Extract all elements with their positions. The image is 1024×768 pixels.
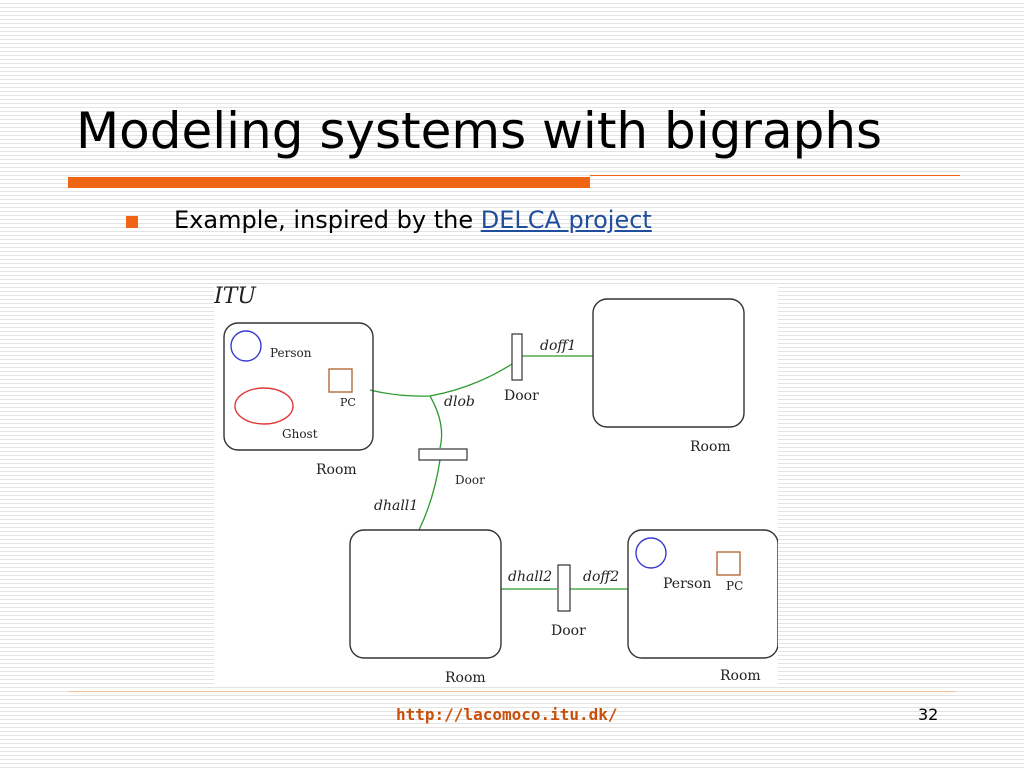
door-middle [418,448,468,461]
door-top [511,333,523,381]
itu-root-label: ITU [214,284,257,309]
footer-divider [68,691,956,692]
dlob-link-label: dlob [444,394,475,410]
dhall1-edge [418,459,441,531]
title-underline-thick [68,177,590,188]
ghost-node [234,387,294,425]
door-middle-label: Door [455,473,485,487]
bigraph-svg: ITU Person PC Ghost Room Room Room Room … [213,284,779,686]
room-bottom-left-label: Room [445,670,486,686]
person-bottom-node [635,537,667,569]
pc-top-label: PC [340,396,356,409]
person-top-label: Person [270,346,312,360]
dhall1-link-label: dhall1 [374,498,418,514]
room-bottom-right [627,529,779,659]
slide-title: Modeling systems with bigraphs [76,102,883,160]
link-edges [369,355,628,590]
doff2-link-label: doff2 [583,569,619,585]
pc-bottom-label: PC [726,579,743,593]
doff1-link-label: doff1 [540,338,576,354]
dhall2-link-label: dhall2 [508,569,552,585]
room-bottom-right-label: Room [720,668,761,684]
bullet-prefix: Example, inspired by the [174,206,481,234]
person-top-node [230,330,262,362]
title-underline-thin [590,175,960,176]
square-bullet-icon [126,216,138,228]
room-top-left-label: Room [316,462,357,478]
door-top-label: Door [504,388,539,404]
footer-url-link[interactable]: http://lacomoco.itu.dk/ [396,705,618,724]
door-bottom [557,564,571,612]
page-number: 32 [918,705,939,724]
room-bottom-left [349,529,502,659]
pc-top-node [328,368,353,393]
ghost-label: Ghost [282,427,318,441]
bigraph-diagram: ITU Person PC Ghost Room Room Room Room … [213,284,779,686]
room-top-left [223,322,374,451]
door-bottom-label: Door [551,623,586,639]
bullet-text: Example, inspired by the DELCA project [174,206,652,234]
person-bottom-label: Person [663,576,711,592]
dlob-branch-edge [429,395,443,449]
dlob-edge [369,363,513,397]
delca-project-link[interactable]: DELCA project [480,206,652,234]
room-top-right-label: Room [690,439,731,455]
room-top-right [592,298,745,428]
pc-bottom-node [716,551,741,576]
